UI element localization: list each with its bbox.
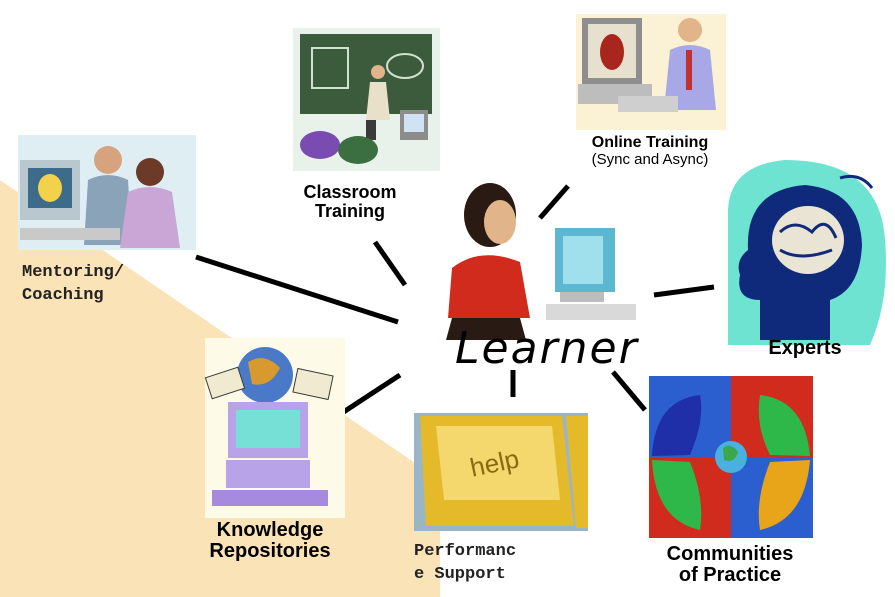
- mentoring-label: Mentoring/ Coaching: [22, 262, 124, 308]
- learner-clipart: [446, 183, 636, 340]
- communities-clipart: [649, 376, 813, 538]
- classroom-label: Classroom Training: [290, 183, 410, 221]
- line-to-knowledge: [340, 372, 402, 416]
- online-training-label: Online Training (Sync and Async): [560, 134, 740, 168]
- performance-support-clipart: [414, 413, 588, 531]
- experts-label: Experts: [768, 337, 842, 359]
- learner-label: Learner: [455, 323, 639, 374]
- connector-lines: [195, 184, 715, 416]
- line-to-classroom: [372, 240, 408, 287]
- line-to-communities: [611, 370, 647, 412]
- line-to-experts: [653, 284, 715, 298]
- mentoring-line1: Mentoring/: [22, 263, 125, 282]
- online-training-title: Online Training: [591, 134, 709, 151]
- performance-line1: Performanc: [414, 542, 517, 561]
- mentoring-line2: Coaching: [22, 285, 104, 305]
- mentoring-clipart: [18, 135, 196, 250]
- knowledge-clipart: [204, 338, 345, 518]
- performance-label: Performanc e Support: [414, 541, 516, 587]
- communities-label: Communities of Practice: [640, 544, 820, 586]
- knowledge-line1: Knowledge: [216, 519, 324, 541]
- experts-clipart: [728, 160, 886, 345]
- communities-line2: of Practice: [678, 564, 782, 586]
- classroom-clipart: [293, 28, 440, 171]
- online-training-clipart: [576, 14, 726, 130]
- knowledge-line2: Repositories: [209, 540, 331, 562]
- line-to-mentoring: [195, 254, 399, 325]
- online-training-subtitle: (Sync and Async): [591, 150, 709, 168]
- line-to-online: [538, 184, 570, 220]
- performance-line2: e Support: [414, 564, 506, 584]
- knowledge-label: Knowledge Repositories: [185, 520, 355, 562]
- classroom-line2: Training: [314, 200, 385, 221]
- communities-line1: Communities: [666, 543, 794, 565]
- classroom-line1: Classroom: [303, 182, 397, 202]
